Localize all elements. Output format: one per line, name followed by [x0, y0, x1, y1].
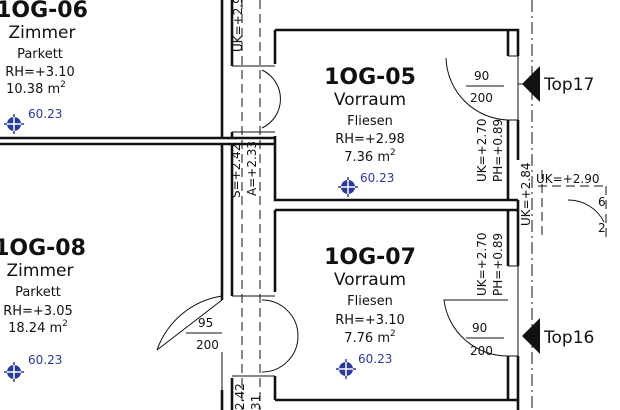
room-stamp-1og08: 1OG-08 Zimmer Parkett RH=+3.05 18.24 m2 …: [0, 236, 86, 382]
door-labels: 90 200 95 200 90 200: [186, 69, 504, 358]
uk-right-label: UK=+2.90: [536, 172, 599, 186]
ph-low-label: PH=+0.89: [491, 233, 505, 296]
door-arc-right-partial: [567, 199, 605, 223]
door-frame-top: [232, 65, 275, 133]
door-width-top16: 90: [472, 321, 487, 335]
door-height-1og08: 200: [196, 338, 219, 352]
door-swings: [156, 55, 605, 390]
level-value: 60.23: [28, 353, 62, 367]
edge-digit-2: 2: [598, 221, 606, 235]
door-height-top16: 200: [470, 344, 493, 358]
room-area: 7.76 m2: [344, 329, 395, 346]
ph-mid-label: PH=+0.89: [491, 119, 505, 182]
rotated-annotations: UK=+2.90 S=+2.42 A=+2.33 UK=+2.70 PH=+0.…: [229, 0, 606, 410]
room-area: 18.24 m2: [8, 319, 68, 336]
room-id: 1OG-06: [0, 0, 88, 23]
door-leaf-1og08: [156, 299, 223, 351]
room-floor: Fliesen: [347, 294, 393, 309]
level-marker-icon: [336, 359, 356, 379]
top17-arrow-icon: [522, 66, 540, 102]
room-stamp-1og06: 1OG-06 Zimmer Parkett RH=+3.10 10.38 m2 …: [0, 0, 88, 134]
door-width-1og08: 95: [198, 316, 213, 330]
door-arc-top17: [445, 57, 509, 121]
door-frame-bottom: [232, 295, 275, 377]
room-height: RH=+2.98: [335, 132, 405, 147]
door-height-top17: 200: [470, 91, 493, 105]
room-height: RH=+3.10: [335, 313, 405, 328]
door-arc-corridor-bottom: [261, 299, 299, 373]
walls: [0, 0, 520, 410]
entry-markers: Top17 Top16: [518, 66, 594, 354]
top16-label: Top16: [543, 328, 594, 348]
door-arc-top16: [443, 299, 509, 357]
room-id: 1OG-08: [0, 236, 86, 261]
room-stamp-1og07: 1OG-07 Vorraum Fliesen RH=+3.10 7.76 m2 …: [324, 245, 416, 379]
room-height: RH=+3.05: [3, 304, 73, 319]
door-frame-top17: [508, 55, 518, 121]
level-value: 60.23: [28, 107, 62, 121]
level-marker-icon: [338, 177, 358, 197]
top17-label: Top17: [543, 75, 594, 95]
room-name: Zimmer: [9, 23, 76, 43]
bottom-left-label: 2.42: [233, 383, 247, 410]
door-arc-corridor-top: [261, 69, 281, 129]
wall-1og05-left-bottom: [273, 136, 518, 202]
room-floor: Parkett: [17, 47, 63, 62]
door-arc-1og08: [156, 295, 223, 351]
top16-arrow-icon: [522, 318, 540, 354]
room-name: Vorraum: [334, 90, 406, 110]
room-area: 7.36 m2: [344, 148, 395, 165]
uk-top-label: UK=+2.90: [231, 0, 245, 52]
room-height: RH=+3.10: [5, 65, 75, 80]
room-id: 1OG-05: [324, 65, 416, 90]
room-stamp-1og05: 1OG-05 Vorraum Fliesen RH=+2.98 7.36 m2 …: [324, 65, 416, 197]
level-value: 60.23: [360, 171, 394, 185]
uk-vert-label: UK=+2.84: [519, 163, 533, 226]
bottom-right-label: 31: [249, 395, 263, 410]
a-value-label: A=+2.33: [245, 141, 259, 196]
room-floor: Fliesen: [347, 114, 393, 129]
room-area: 10.38 m2: [6, 80, 66, 97]
dashed-lines: [241, 0, 607, 410]
s-value-label: S=+2.42: [229, 144, 243, 198]
uk-low-label: UK=+2.70: [475, 233, 489, 296]
wall-1og05-top: [275, 28, 520, 56]
door-width-top17: 90: [474, 69, 489, 83]
door-frame-top16: [508, 265, 518, 357]
edge-digit-1: 6: [598, 195, 606, 209]
level-marker-icon: [4, 114, 24, 134]
room-name: Zimmer: [7, 261, 74, 281]
uk-mid-label: UK=+2.70: [475, 119, 489, 182]
level-marker-icon: [4, 362, 24, 382]
level-value: 60.23: [358, 352, 392, 366]
room-id: 1OG-07: [324, 245, 416, 270]
room-floor: Parkett: [15, 285, 61, 300]
room-name: Vorraum: [334, 270, 406, 290]
